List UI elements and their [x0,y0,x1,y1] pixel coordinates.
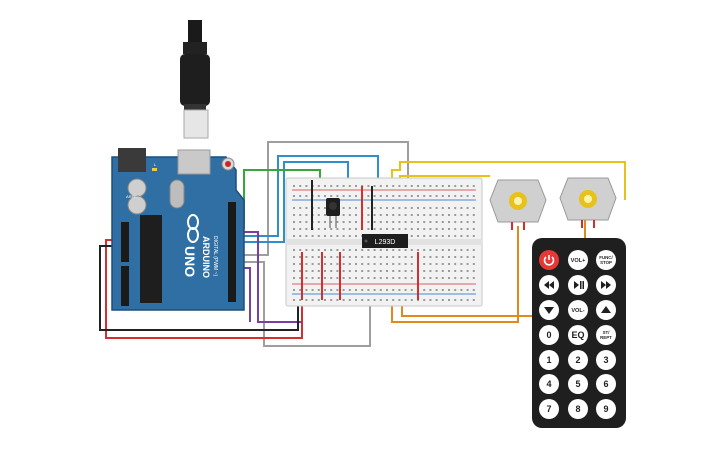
aref-label: AREF [126,194,137,199]
remote-button[interactable]: 9 [596,399,616,419]
remote-button[interactable] [596,300,616,320]
remote-button-label: 1 [546,355,551,365]
play-pause-icon [574,281,584,289]
l-label: L [154,162,157,167]
ir-remote[interactable]: VOL+ FUNC/STOP VOL- 0 EQ ST/REPT 1 2 3 4 5 6 7 8 9 [532,238,626,428]
remote-button[interactable]: 6 [596,374,616,394]
arduino-uno[interactable]: ARDUINO UNO DIGITAL (PWM ~) AREF L [111,148,245,311]
remote-button[interactable]: 8 [568,399,588,419]
l293d-chip[interactable]: L293D [362,234,408,248]
up-icon [601,306,611,313]
atmega-chip [140,215,162,303]
remote-button[interactable] [568,275,588,295]
board-brand: ARDUINO [201,236,211,278]
l-led [152,168,157,171]
remote-button-label: REPT [600,335,612,340]
crystal [169,179,185,209]
jumper-wires-breadboard [301,180,419,300]
remote-button[interactable]: 7 [539,399,559,419]
remote-button[interactable]: 5 [568,374,588,394]
remote-button-label: EQ [571,330,584,340]
remote-button[interactable]: FUNC/STOP [596,250,616,270]
power-header [121,222,129,262]
remote-button[interactable] [539,275,559,295]
remote-button[interactable]: ST/REPT [596,325,616,345]
remote-button[interactable]: VOL- [568,300,588,320]
remote-button-label: VOL- [571,308,584,314]
dc-motor-1[interactable] [489,179,547,230]
remote-button[interactable]: EQ [568,325,588,345]
remote-button-label: 6 [603,379,608,389]
remote-button[interactable]: 4 [539,374,559,394]
digital-label: DIGITAL (PWM ~) [212,236,218,276]
remote-button[interactable] [539,250,559,270]
remote-button[interactable] [539,300,559,320]
analog-header [121,266,129,306]
remote-button[interactable] [596,275,616,295]
board-model: UNO [182,246,198,277]
remote-button[interactable]: 1 [539,350,559,370]
dc-motor-2[interactable] [559,177,617,228]
remote-button-label: 3 [603,355,608,365]
remote-button[interactable]: 0 [539,325,559,345]
prev-icon [544,281,554,289]
digital-header [228,202,236,302]
remote-button-label: 8 [575,404,580,414]
remote-button-label: 9 [603,404,608,414]
remote-button-label: 7 [546,404,551,414]
remote-button-label: ST/ [603,330,611,335]
remote-button[interactable]: 2 [568,350,588,370]
remote-button-label: 0 [546,330,551,340]
power-jack [118,148,146,172]
usb-cable [180,20,210,139]
power-icon [543,255,555,266]
remote-button-label: FUNC/ [599,255,613,260]
remote-button[interactable]: VOL+ [568,250,588,270]
usb-port [177,149,211,175]
capacitor [127,195,147,215]
remote-button[interactable]: 3 [596,350,616,370]
remote-button-label: 4 [546,379,551,389]
down-icon [544,307,554,314]
ic-label: L293D [375,239,396,246]
remote-button-label: STOP [600,260,612,265]
remote-button-label: VOL+ [571,258,586,264]
remote-button-grid: VOL+ FUNC/STOP VOL- 0 EQ ST/REPT 1 2 3 4 5 6 7 8 9 [539,250,616,419]
ir-receiver[interactable] [326,198,340,228]
remote-button-label: 5 [575,379,580,389]
next-icon [601,281,611,289]
remote-button-label: 2 [575,355,580,365]
